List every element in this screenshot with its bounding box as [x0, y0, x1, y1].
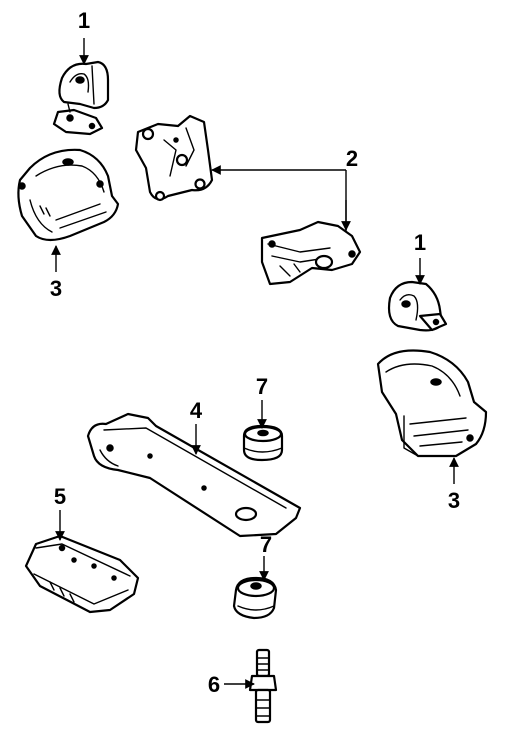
transmission-mount [24, 534, 140, 614]
bushing-upper [242, 424, 284, 462]
leader-lines [51, 38, 459, 689]
callout-3-left: 3 [50, 276, 62, 301]
callout-1-top: 1 [78, 8, 90, 33]
callout-4: 4 [190, 398, 203, 423]
engine-mount-bracket-left [17, 148, 120, 242]
engine-mount-bracket-lower [260, 220, 362, 286]
transmission-crossmember [86, 412, 302, 538]
callout-7-upper: 7 [256, 374, 268, 399]
callout-7-lower: 7 [260, 532, 272, 557]
callout-3-right: 3 [448, 488, 460, 513]
engine-mount-bracket-right [376, 349, 488, 458]
engine-mount-insulator-top-left [52, 60, 110, 136]
engine-mount-bracket-upper [134, 114, 214, 202]
bushing-lower [232, 576, 278, 620]
engine-mount-insulator-right [387, 280, 448, 332]
callout-2: 2 [346, 146, 358, 171]
mount-stud [248, 648, 278, 724]
callout-5: 5 [54, 484, 66, 509]
callout-6: 6 [208, 672, 220, 697]
callout-1-right: 1 [414, 230, 426, 255]
